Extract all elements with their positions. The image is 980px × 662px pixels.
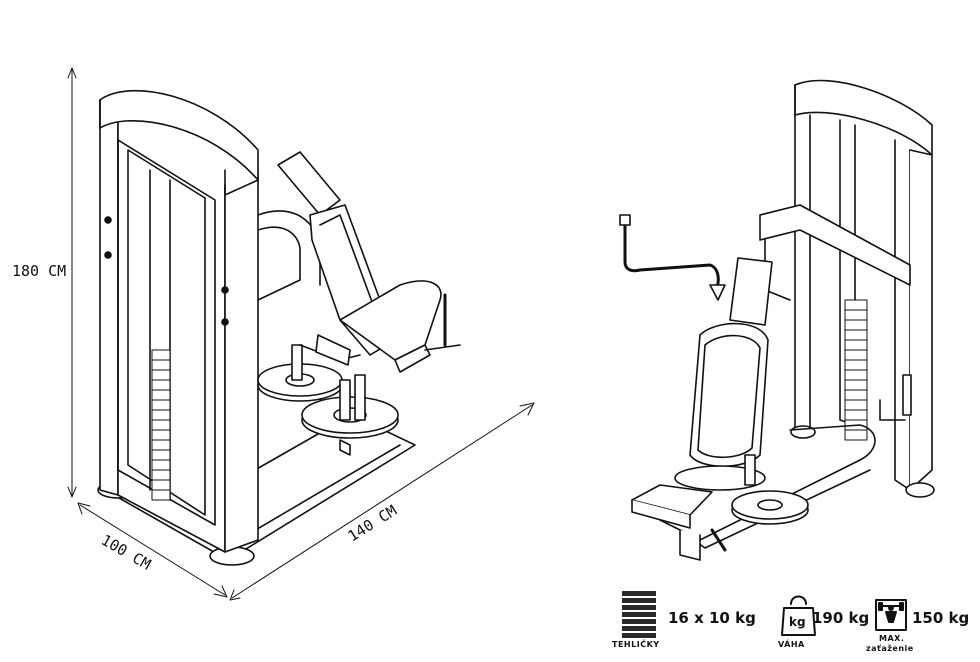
machine-left-view	[97, 89, 461, 566]
weight-stack-icon	[622, 591, 656, 638]
plates-value: 16 x 10 kg	[668, 609, 756, 627]
plates-caption: TEHLIČKY	[612, 640, 660, 649]
max-load-value: 150 kg	[912, 609, 970, 627]
weight-caption: VÁHA	[778, 640, 805, 649]
kettlebell-icon	[781, 595, 816, 636]
max-load-icon	[875, 599, 907, 631]
max-load-caption-bottom: zaťaženie	[866, 644, 914, 653]
dimension-width-label: 100 CM	[98, 531, 154, 574]
max-load-caption-top: MAX.	[879, 634, 905, 643]
dimension-lines	[67, 67, 535, 601]
machine-right-view	[619, 79, 935, 561]
weight-value: 190 kg	[812, 609, 870, 627]
weight-badge: kg	[789, 615, 806, 629]
dimension-height-label: 180 CM	[12, 262, 66, 280]
